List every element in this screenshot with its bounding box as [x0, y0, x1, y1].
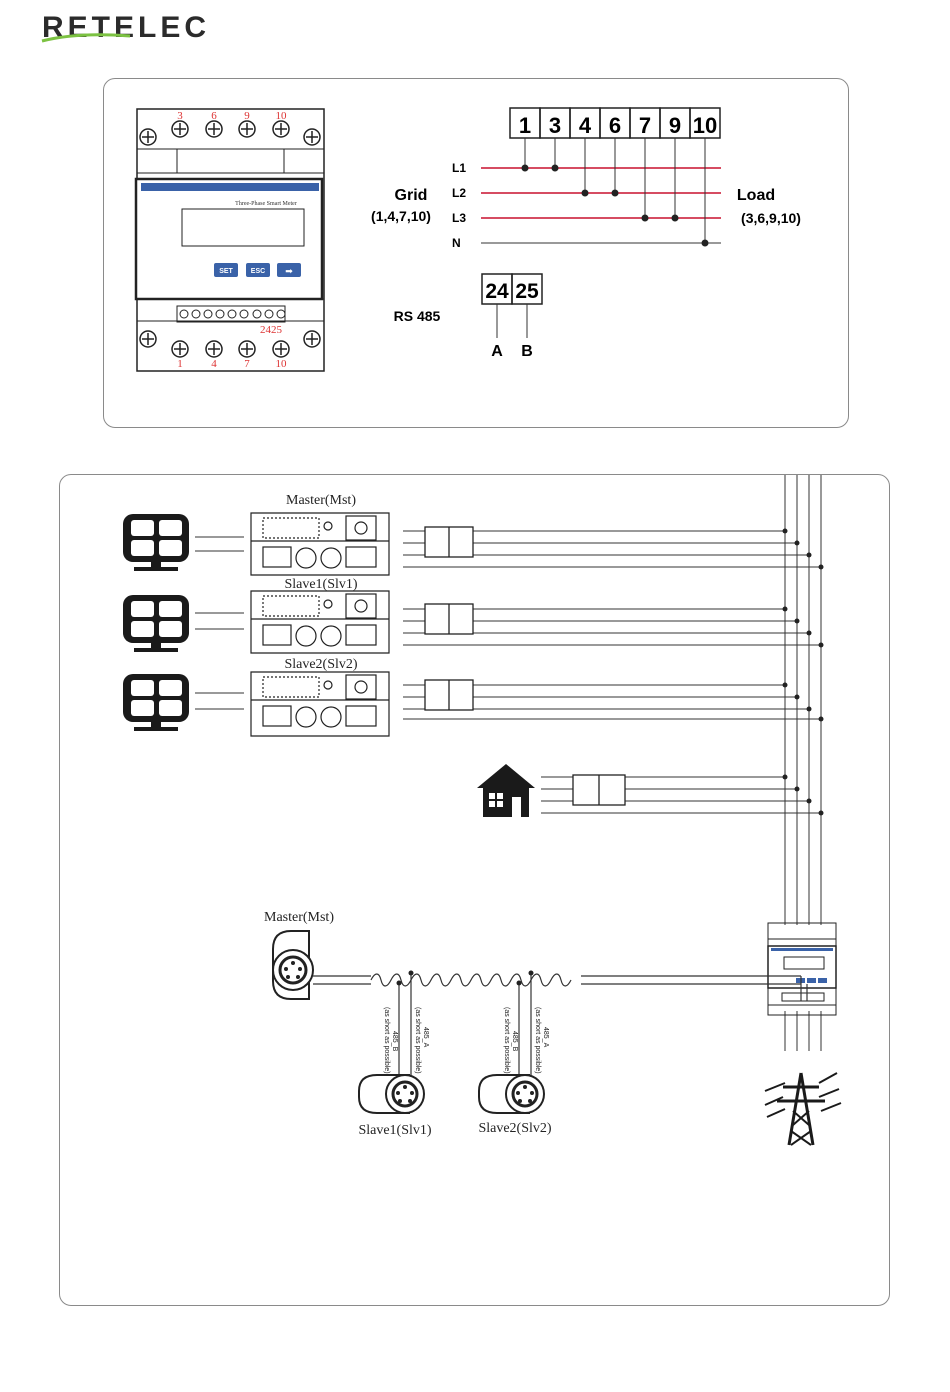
bottom-terminal-number: 4: [211, 358, 217, 370]
terminal-label: 6: [609, 113, 621, 138]
terminal-label: 7: [639, 113, 651, 138]
smart-meter-small: [767, 922, 837, 1016]
house-icon: [477, 764, 535, 817]
top-terminal-number: 6: [211, 110, 217, 122]
terminal-label: 1: [519, 113, 531, 138]
terminal-label: 9: [669, 113, 681, 138]
note-485-b: 485_B: [391, 1031, 398, 1052]
bottom-terminal-number: 7: [244, 358, 250, 370]
breaker-icon: [572, 774, 626, 806]
rs485-terminal-numbers: 2425: [260, 324, 283, 336]
bottom-terminal-number: 1: [177, 358, 183, 370]
breaker-icon: [424, 679, 474, 711]
inverter-label-slave2: Slave2(Slv2): [284, 657, 357, 672]
note-short: (as short as possible): [503, 1007, 510, 1074]
inverter-row-master: Master(Mst): [123, 493, 824, 576]
note-short: (as short as possible): [534, 1007, 541, 1074]
rs485-terminal-block: [176, 305, 286, 323]
meter-wiring-diagram: 3 6 9 10 Three-Phase Smart Meter SET ESC…: [134, 107, 801, 372]
top-terminal-number: 3: [177, 110, 183, 122]
grid-label: Grid: [395, 187, 428, 204]
breaker-icon: [424, 603, 474, 635]
inverter-illustration: [250, 512, 390, 576]
line-label-l2: L2: [452, 186, 466, 200]
line-label-l1: L1: [452, 161, 466, 175]
slave1-comm-connector: [358, 1074, 425, 1114]
comm-label-master: Master(Mst): [264, 910, 334, 925]
top-terminal-number: 9: [244, 110, 250, 122]
note-485-a: 485_A: [542, 1027, 549, 1048]
inverter-row-slave1: Slave1(Slv1): [123, 577, 824, 654]
rs485-terminal-label: 25: [515, 280, 539, 303]
line-label-n: N: [452, 236, 461, 250]
parallel-system-diagram: Master(Mst) Slave1(Slv1): [123, 475, 842, 1146]
inverter-illustration: [250, 671, 390, 737]
smart-meter-illustration: 3 6 9 10 Three-Phase Smart Meter SET ESC…: [134, 108, 325, 372]
set-button-label: SET: [219, 268, 233, 275]
comm-cable: [313, 973, 808, 1079]
rs485-line-a: A: [491, 343, 503, 360]
master-comm-connector: [272, 930, 314, 1000]
top-terminal-screws: [139, 120, 321, 146]
comm-label-slave1: Slave1(Slv1): [358, 1123, 431, 1138]
load-label: Load: [737, 187, 775, 204]
inverter-label-slave1: Slave1(Slv1): [284, 577, 357, 592]
breaker-icon: [424, 526, 474, 558]
retelec-logo: RETELEC: [41, 11, 208, 44]
note-485-a: 485_A: [422, 1027, 429, 1048]
cable-note-485: 485_B (as short as possible) 485_A (as s…: [383, 1007, 549, 1074]
comm-label-slave2: Slave2(Slv2): [478, 1121, 551, 1136]
inverter-label-master: Master(Mst): [286, 493, 356, 508]
meter-wiring-panel: 3 6 9 10 Three-Phase Smart Meter SET ESC…: [103, 78, 849, 428]
ac-bus-lines: [784, 475, 822, 1051]
terminal-label: 3: [549, 113, 561, 138]
esc-button-label: ESC: [251, 268, 265, 275]
bottom-terminal-number: 10: [276, 358, 288, 370]
solar-panel-icon: [123, 674, 189, 731]
wiring-schematic: 1 3 4 6 7 9 10 L1 L2 L3 N Gri: [371, 107, 801, 360]
load-terminals: (3,6,9,10): [741, 210, 801, 226]
logo-accent-swoosh: [41, 33, 131, 43]
terminal-label: 4: [579, 113, 592, 138]
inverter-row-slave2: Slave2(Slv2): [123, 657, 824, 737]
note-short: (as short as possible): [414, 1007, 421, 1074]
terminal-label: 10: [693, 113, 717, 138]
next-button[interactable]: [277, 263, 301, 277]
meter-header-bar: [141, 183, 319, 191]
grid-terminals: (1,4,7,10): [371, 208, 431, 224]
slave2-comm-connector: [478, 1074, 545, 1114]
esc-button[interactable]: [246, 263, 270, 277]
set-button[interactable]: [214, 263, 238, 277]
solar-panel-icon: [123, 595, 189, 652]
note-485-b: 485_B: [511, 1031, 518, 1052]
rs485-label: RS 485: [394, 308, 441, 324]
house-load: [477, 764, 824, 817]
solar-panel-icon: [123, 514, 189, 571]
note-short: (as short as possible): [383, 1007, 390, 1074]
grid-tower-icon: [764, 1072, 842, 1146]
rs485-line-b: B: [521, 343, 533, 360]
meter-lcd-screen: [181, 208, 305, 247]
top-terminal-number: 10: [276, 110, 288, 122]
logo-text: RETELEC: [42, 11, 208, 44]
bottom-terminal-screws: [139, 330, 321, 358]
inverter-illustration: [250, 590, 390, 654]
rs485-terminal-label: 24: [485, 280, 509, 303]
line-label-l3: L3: [452, 211, 466, 225]
next-arrow-icon: ➡: [285, 266, 293, 276]
parallel-system-panel: Master(Mst) Slave1(Slv1): [59, 474, 890, 1306]
meter-display-title: Three-Phase Smart Meter: [235, 201, 297, 207]
